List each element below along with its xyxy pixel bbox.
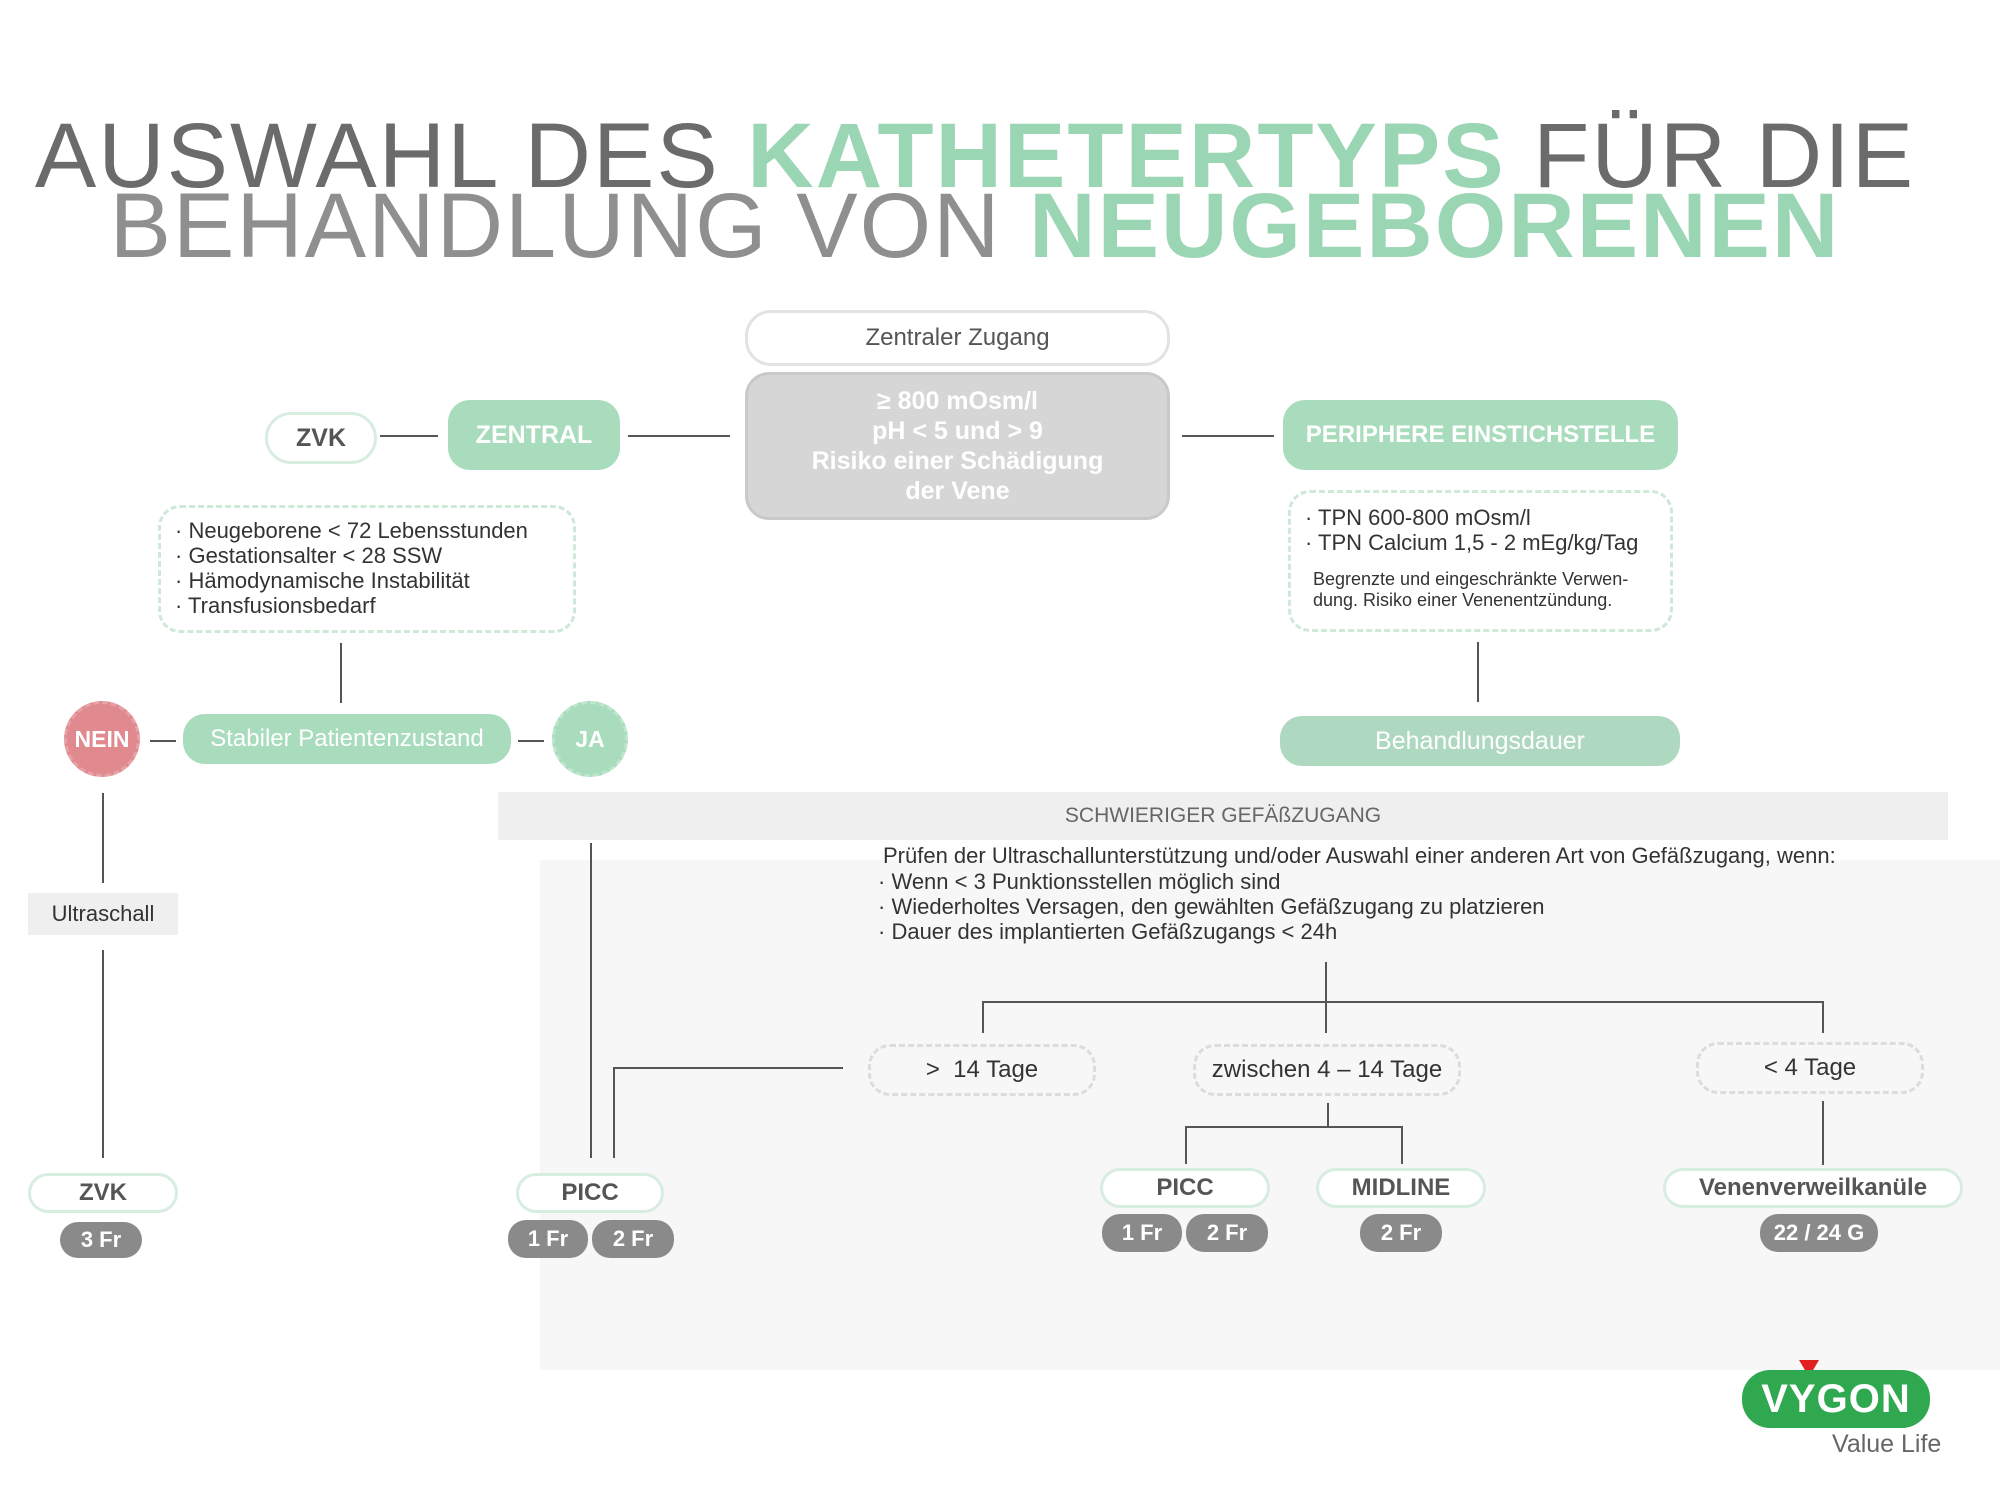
central-criterion: ≥ 800 mOsm/l	[876, 387, 1039, 415]
picc-mid-size-badge: 1 Fr	[1102, 1214, 1182, 1252]
central-indication: Gestationsalter < 28 SSW	[175, 543, 573, 568]
page-title-line2: BEHANDLUNG VON NEUGEBORENEN	[109, 175, 1841, 277]
connector	[982, 1001, 1823, 1003]
picc-left-label: PICC	[516, 1173, 664, 1213]
connector	[1401, 1126, 1403, 1164]
connector	[1325, 962, 1327, 1002]
connector	[380, 435, 438, 437]
venen-label: Venenverweilkanüle	[1663, 1168, 1963, 1208]
difficult-access-bullet: Dauer des implantierten Gefäßzugangs < 2…	[878, 919, 1978, 944]
connector	[1325, 1001, 1327, 1033]
connector	[340, 643, 342, 703]
central-indication: Hämodynamische Instabilität	[175, 568, 573, 593]
treatment-duration-label: Behandlungsdauer	[1280, 716, 1680, 766]
zvk-bottom-label: ZVK	[28, 1173, 178, 1213]
picc-mid-label: PICC	[1100, 1168, 1270, 1208]
zvk-top-label: ZVK	[265, 412, 377, 464]
connector	[613, 1067, 615, 1158]
connector	[1185, 1126, 1187, 1164]
central-criterion: pH < 5 und > 9	[872, 417, 1043, 445]
midline-label: MIDLINE	[1316, 1168, 1486, 1208]
difficult-access-header: SCHWIERIGER GEFÄßZUGANG	[498, 792, 1948, 840]
venen-size-badge: 22 / 24 G	[1760, 1214, 1878, 1252]
peripheral-label: PERIPHERE EINSTICHSTELLE	[1283, 400, 1678, 470]
picc-left-size-badge: 1 Fr	[508, 1220, 588, 1258]
logo-tagline: Value Life	[1832, 1430, 1942, 1458]
connector	[150, 740, 176, 742]
stable-patient-label: Stabiler Patientenzustand	[183, 714, 511, 764]
difficult-access-panel	[540, 860, 2000, 1370]
picc-left-size-badge: 2 Fr	[592, 1220, 674, 1258]
connector	[1822, 1101, 1824, 1165]
connector	[982, 1001, 984, 1033]
nein-badge: NEIN	[64, 701, 140, 777]
logo-brand: VYGON	[1742, 1370, 1930, 1428]
zvk-size-badge: 3 Fr	[60, 1222, 142, 1258]
duration-over-14-days: > 14 Tage	[868, 1044, 1096, 1096]
connector	[1477, 642, 1479, 702]
central-criteria-box: ≥ 800 mOsm/l pH < 5 und > 9 Risiko einer…	[745, 372, 1170, 520]
page-title-line1: AUSWAHL DES KATHETERTYPS FÜR DIE	[34, 105, 1916, 207]
connector	[102, 793, 104, 883]
duration-under-4-days: < 4 Tage	[1696, 1042, 1924, 1094]
ultraschall-label: Ultraschall	[28, 893, 178, 935]
peripheral-note: Begrenzte und eingeschränkte Verwen- dun…	[1313, 569, 1629, 610]
central-indications-box: Neugeborene < 72 Lebensstunden Gestation…	[158, 505, 576, 633]
difficult-access-text: Prüfen der Ultraschallunterstützung und/…	[878, 843, 1978, 944]
peripheral-indications-box: TPN 600-800 mOsm/l TPN Calcium 1,5 - 2 m…	[1288, 490, 1673, 632]
connector	[1185, 1126, 1403, 1128]
central-indication: Transfusionsbedarf	[175, 593, 573, 618]
central-indication: Neugeborene < 72 Lebensstunden	[175, 518, 573, 543]
difficult-access-bullet: Wenn < 3 Punktionsstellen möglich sind	[878, 869, 1978, 894]
logo-triangle-icon	[1799, 1360, 1819, 1377]
connector	[628, 435, 730, 437]
connector	[1327, 1103, 1329, 1127]
central-access-header: Zentraler Zugang	[745, 310, 1170, 366]
difficult-access-intro: Prüfen der Ultraschallunterstützung und/…	[883, 843, 1836, 868]
duration-4-14-days: zwischen 4 – 14 Tage	[1193, 1044, 1461, 1096]
connector	[102, 950, 104, 1158]
connector	[613, 1067, 843, 1069]
central-criterion: der Vene	[905, 477, 1010, 505]
connector	[590, 843, 592, 1158]
difficult-access-bullet: Wiederholtes Versagen, den gewählten Gef…	[878, 894, 1978, 919]
connector	[1822, 1001, 1824, 1033]
zentral-label: ZENTRAL	[448, 400, 620, 470]
connector	[518, 740, 544, 742]
picc-mid-size-badge: 2 Fr	[1186, 1214, 1268, 1252]
ja-badge: JA	[552, 701, 628, 777]
central-criterion: Risiko einer Schädigung	[811, 447, 1104, 475]
peripheral-indication: TPN Calcium 1,5 - 2 mEg/kg/Tag	[1305, 530, 1670, 555]
connector	[1182, 435, 1274, 437]
midline-size-badge: 2 Fr	[1360, 1214, 1442, 1252]
peripheral-indication: TPN 600-800 mOsm/l	[1305, 505, 1670, 530]
vygon-logo: VYGON Value Life	[1742, 1360, 1952, 1460]
